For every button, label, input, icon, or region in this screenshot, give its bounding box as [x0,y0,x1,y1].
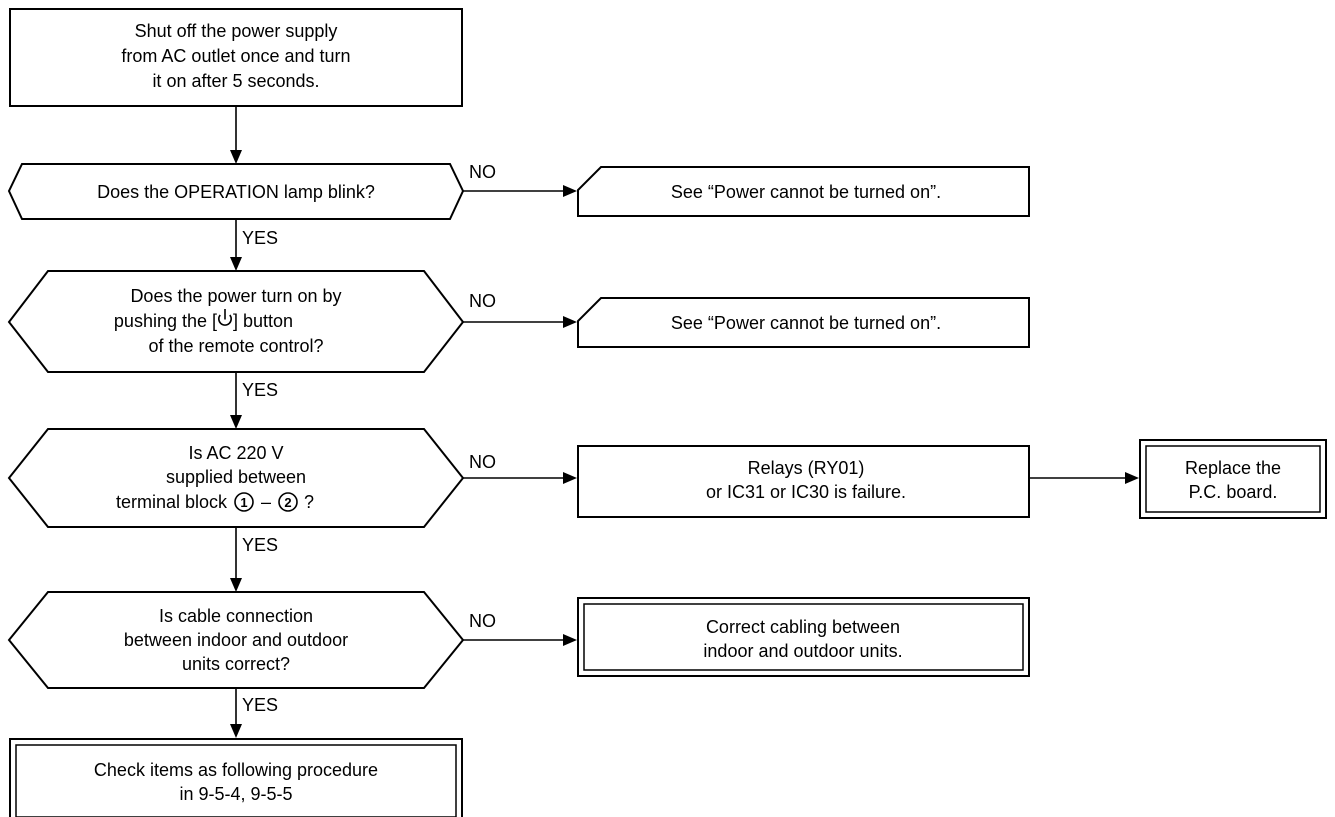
end-box-line-2: in 9-5-4, 9-5-5 [179,784,292,804]
end-box-line-1: Check items as following procedure [94,760,378,780]
decision-4-line-2: between indoor and outdoor [124,630,348,650]
result-cabling-line-1: Correct cabling between [706,617,900,637]
decision-1-text: Does the OPERATION lamp blink? [97,182,375,202]
result-see-power-2-text: See “Power cannot be turned on”. [671,313,941,333]
decision-3-dash: – [261,492,271,512]
decision-3-line-3a: terminal block [116,492,228,512]
result-see-power-2: See “Power cannot be turned on”. [577,297,1030,348]
decision-4-line-1: Is cable connection [159,606,313,626]
decision-1-no-label: NO [469,162,496,182]
decision-operation-lamp: Does the OPERATION lamp blink? [7,163,465,220]
result-see-power-1: See “Power cannot be turned on”. [577,166,1030,217]
start-box-line-1: Shut off the power supply [135,21,338,41]
decision-3-line-1: Is AC 220 V [188,443,283,463]
terminal-2-number: 2 [284,495,291,510]
result-cabling-line-2: indoor and outdoor units. [703,641,902,661]
decision-3-no-label: NO [469,452,496,472]
decision-3-yes-label: YES [242,535,278,555]
result-replace-board: Replace the P.C. board. [1139,439,1327,519]
result-see-power-1-text: See “Power cannot be turned on”. [671,182,941,202]
start-box-line-2: from AC outlet once and turn [121,46,350,66]
decision-3-line-2: supplied between [166,467,306,487]
decision-2-line-2a: pushing the [ [114,311,217,331]
decision-2-yes-label: YES [242,380,278,400]
decision-1-yes-label: YES [242,228,278,248]
result-relay-failure: Relays (RY01) or IC31 or IC30 is failure… [577,445,1030,518]
result-replace-line-2: P.C. board. [1189,482,1278,502]
terminal-2-marker: 2 [278,492,298,512]
decision-2-line-2b: ] button [233,311,293,331]
decision-power-button: Does the power turn on by pushing the [ … [7,270,465,373]
terminal-1-marker: 1 [234,492,254,512]
decision-3-question: ? [304,492,314,512]
result-relay-line-2: or IC31 or IC30 is failure. [706,482,906,502]
decision-4-line-3: units correct? [182,654,290,674]
end-box: Check items as following procedure in 9-… [9,738,463,817]
decision-2-line-3: of the remote control? [148,336,323,356]
result-replace-line-1: Replace the [1185,458,1281,478]
start-box: Shut off the power supply from AC outlet… [9,8,463,107]
decision-2-no-label: NO [469,291,496,311]
decision-4-yes-label: YES [242,695,278,715]
power-icon [218,309,232,326]
decision-2-line-1: Does the power turn on by [130,286,341,306]
terminal-1-number: 1 [240,495,247,510]
flow-connectors [230,106,242,738]
decision-4-no-label: NO [469,611,496,631]
decision-cable-connection: Is cable connection between indoor and o… [7,591,465,689]
result-relay-line-1: Relays (RY01) [748,458,865,478]
result-correct-cabling: Correct cabling between indoor and outdo… [577,597,1030,677]
start-box-line-3: it on after 5 seconds. [152,71,319,91]
decision-ac-supply: Is AC 220 V supplied between terminal bl… [7,428,465,528]
